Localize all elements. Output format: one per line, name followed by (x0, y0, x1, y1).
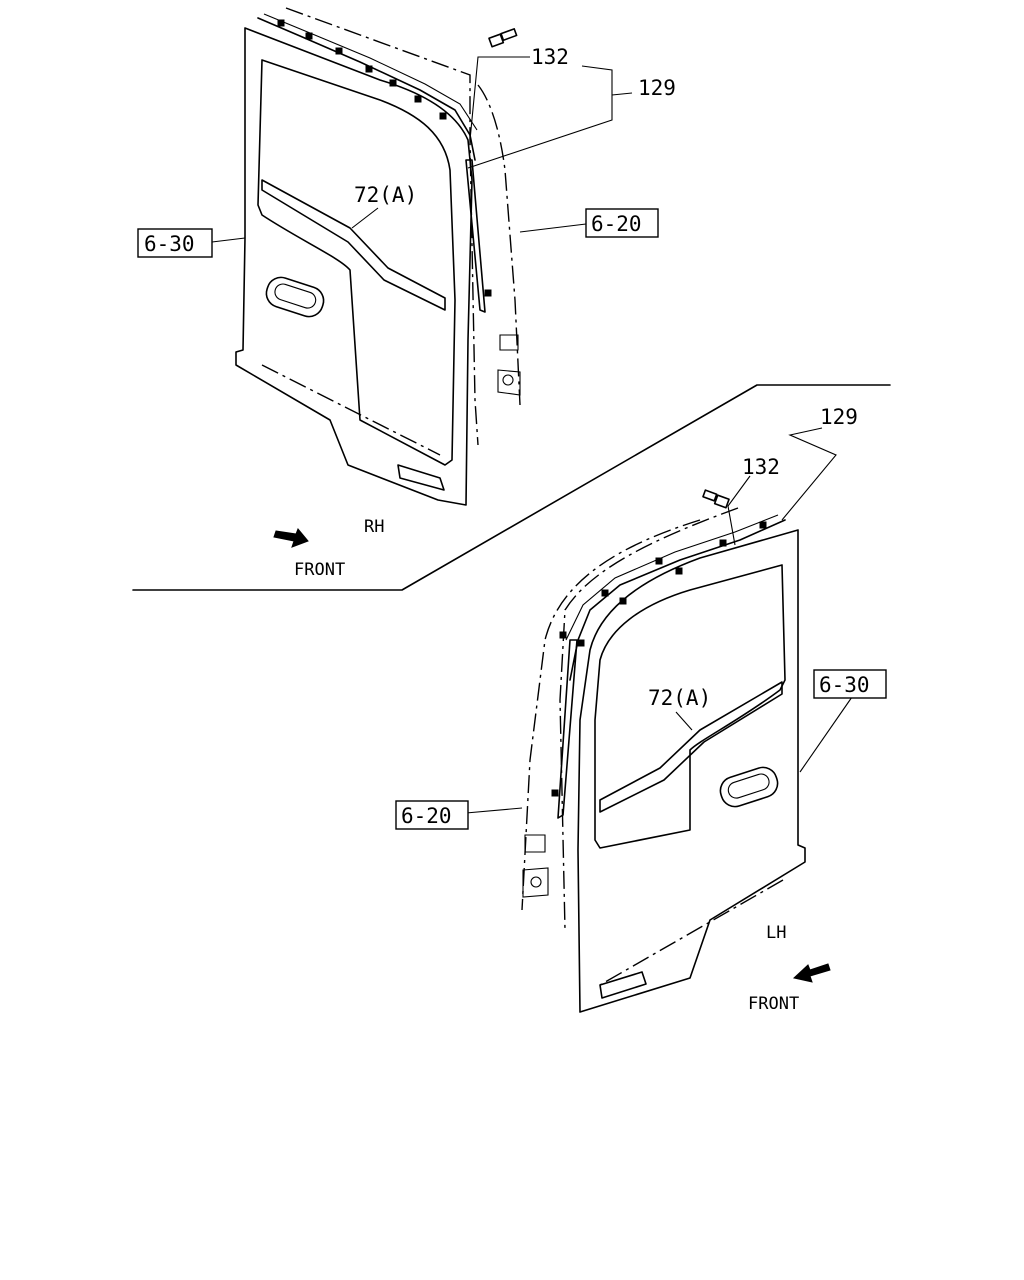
lh-body-outline (559, 507, 739, 931)
rh-ref-630[interactable]: 6-30 (144, 232, 195, 256)
lh-door-outer-panel (577, 529, 806, 1013)
rh-side-label: RH (364, 517, 384, 537)
rh-leader-72a (351, 207, 379, 229)
lh-side-label: LH (766, 923, 786, 943)
lh-top-rail (569, 519, 786, 681)
rh-label-129: 129 (638, 76, 676, 100)
lh-ref-620[interactable]: 6-20 (401, 804, 452, 828)
rh-ref-620[interactable]: 6-20 (591, 212, 642, 236)
lh-label-72a: 72(A) (648, 686, 711, 710)
lh-ref-620-box[interactable] (395, 800, 469, 830)
rh-ref-620-box[interactable] (585, 208, 659, 238)
rh-leader-132 (469, 56, 530, 141)
lh-ref-630-box[interactable] (813, 669, 887, 699)
lh-front-arrow-icon (792, 963, 831, 983)
lh-door-assembly (521, 489, 806, 1013)
lh-front-label: FRONT (748, 994, 799, 1014)
lh-leader-129 (781, 427, 837, 521)
lh-door-handle (719, 766, 779, 808)
rh-leader-129 (467, 65, 633, 169)
rh-label-132: 132 (531, 45, 569, 69)
lh-part-132-clip (702, 489, 730, 509)
rh-belt-moulding (261, 179, 446, 311)
lh-clips (551, 521, 767, 797)
rh-ref-630-box[interactable] (137, 228, 213, 258)
lh-label-132: 132 (742, 455, 780, 479)
section-divider (132, 384, 891, 591)
rh-window-opening (257, 59, 456, 466)
rh-front-label: FRONT (294, 560, 345, 580)
lh-ref-630[interactable]: 6-30 (819, 673, 870, 697)
rh-label-72a: 72(A) (354, 183, 417, 207)
rh-front-arrow-icon (273, 528, 309, 548)
lh-leader-72a (675, 711, 693, 731)
rh-body-outline (285, 7, 479, 446)
lh-leader-620 (465, 807, 523, 814)
rh-clips (277, 19, 492, 297)
lh-belt-moulding (599, 681, 783, 813)
lh-leader-132 (727, 475, 751, 546)
lh-leader-630 (799, 696, 853, 773)
rh-top-rail (257, 17, 476, 161)
rh-leader-630 (211, 237, 246, 243)
rh-door-outer-panel (235, 27, 473, 506)
lh-window-opening (594, 564, 786, 849)
rh-part-132-clip (488, 28, 518, 48)
rh-leader-620 (519, 223, 587, 233)
lh-label-129: 129 (820, 405, 858, 429)
rh-door-assembly (235, 7, 521, 506)
rh-door-handle (265, 276, 325, 318)
